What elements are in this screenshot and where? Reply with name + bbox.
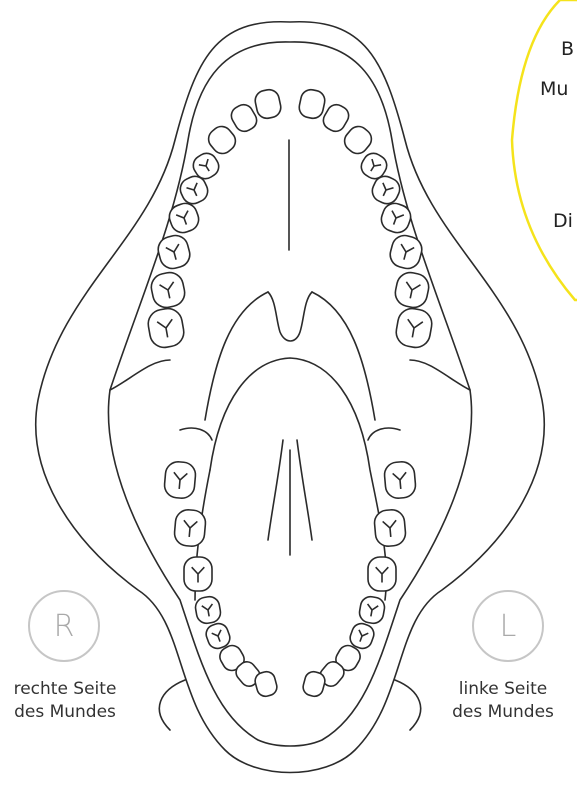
right-side-badge: R [28, 590, 100, 662]
lower-right-tooth-2 [173, 509, 206, 547]
callout-text-line-3: Di [553, 210, 573, 232]
upper-right-tooth-8 [228, 101, 260, 135]
lower-right-tooth-3 [184, 557, 212, 591]
lower-left-tooth-4 [358, 595, 386, 625]
uvula [268, 292, 312, 341]
lower-lip-right [159, 680, 185, 730]
lower-lip-left [395, 680, 421, 730]
upper-left-tooth-3 [387, 233, 424, 272]
left-side-caption: linke Seite des Mundes [418, 678, 577, 724]
upper-right-tooth-4 [166, 200, 202, 236]
cheek-fold-left [368, 428, 400, 440]
upper-left-tooth-2 [393, 270, 431, 310]
upper-left-tooth-1 [394, 306, 434, 349]
upper-left-tooth-7 [340, 122, 375, 157]
left-side-badge: L [472, 590, 544, 662]
right-side-caption: rechte Seite des Mundes [0, 678, 150, 724]
upper-right-tooth-7 [204, 122, 239, 157]
lower-left-tooth-2 [373, 509, 406, 547]
upper-left-tooth-4 [378, 200, 414, 236]
tongue-midline [268, 440, 312, 555]
callout-text-line-2: Mu [540, 78, 568, 100]
cheek-fold-right [180, 428, 212, 440]
lower-right-tooth-4 [194, 595, 222, 625]
upper-right-tooth-9 [253, 88, 282, 120]
left-side-caption-line-2: des Mundes [418, 701, 577, 724]
upper-right-tooth-2 [149, 270, 187, 310]
lower-left-tooth-3 [368, 557, 396, 591]
right-side-caption-line-1: rechte Seite [0, 678, 150, 701]
tongue [210, 358, 386, 600]
upper-right-tooth-1 [146, 306, 186, 349]
lower-right-tooth-1 [163, 461, 196, 499]
upper-right-tooth-3 [155, 233, 192, 272]
upper-left-tooth-9 [297, 88, 326, 120]
lip-outline [108, 42, 471, 746]
lower-left-tooth-1 [383, 461, 416, 499]
left-side-caption-line-1: linke Seite [418, 678, 577, 701]
upper-left-tooth-8 [320, 101, 352, 135]
upper-teeth [146, 88, 434, 350]
face-outline [36, 22, 544, 773]
callout-text-line-1: B [561, 38, 574, 60]
right-side-caption-line-2: des Mundes [0, 701, 150, 724]
